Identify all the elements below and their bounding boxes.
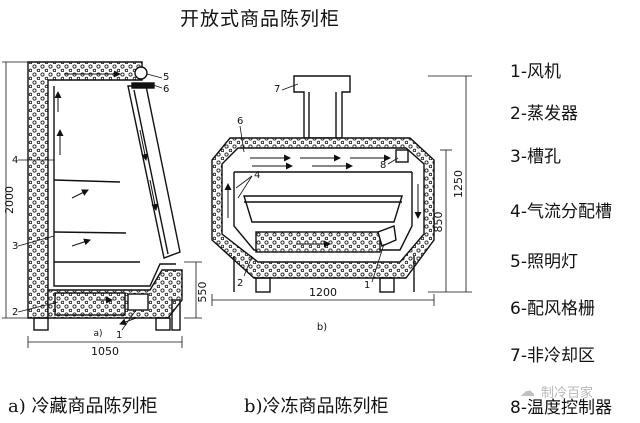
foot <box>255 277 271 293</box>
sublabel-b: b) <box>317 322 327 333</box>
light-fixture <box>134 66 148 80</box>
caption-a: a) 冷藏商品陈列柜 <box>8 396 158 417</box>
dim-label-b-inner: 850 <box>432 212 445 233</box>
caption-b: b)冷冻商品陈列柜 <box>244 396 389 417</box>
dim-label-a-base: 550 <box>196 282 209 303</box>
legend-item: 7-非冷却区 <box>510 346 595 366</box>
non-cooled-zone <box>293 75 351 139</box>
diagram-title: 开放式商品陈列柜 <box>179 8 340 30</box>
cabinet-a-fan-box <box>127 293 149 311</box>
legend-item: 1-风机 <box>510 62 561 82</box>
fan <box>377 225 397 247</box>
foot <box>171 299 181 331</box>
watermark: 制冷百家 <box>541 386 594 401</box>
legend-item: 4-气流分配槽 <box>510 202 612 222</box>
legend-item: 2-蒸发器 <box>510 104 578 124</box>
cabinet-a-back-wall <box>27 61 143 319</box>
foot <box>155 317 171 331</box>
foot <box>379 277 395 293</box>
legend-item: 5-照明灯 <box>510 252 578 272</box>
cabinet-b-evaporator <box>255 231 381 253</box>
dim-label-b-height: 1250 <box>452 170 465 198</box>
legend-item: 6-配风格栅 <box>510 299 595 319</box>
dim-label-a-height: 2000 <box>3 186 16 214</box>
sublabel-a: a) <box>93 329 102 339</box>
part-number-7: 7 <box>274 84 280 95</box>
legend-item: 8-温度控制器 <box>510 398 612 418</box>
cabinet-b <box>211 75 472 306</box>
grille <box>131 82 155 89</box>
cabinet-a-glass-panel <box>127 85 181 259</box>
part-number-6: 6 <box>163 84 169 95</box>
part-number-1: 1 <box>116 330 122 341</box>
cabinet-a <box>2 61 202 348</box>
shelf <box>53 179 121 183</box>
wechat-icon: ☁ <box>520 382 535 400</box>
dim-label-a-width: 1050 <box>91 345 119 358</box>
foot <box>33 317 49 331</box>
part-number-8: 8 <box>380 160 386 171</box>
part-number-2: 2 <box>237 278 243 289</box>
part-number-6: 6 <box>237 116 243 127</box>
cabinet-a-coil-box <box>54 292 126 316</box>
part-number-2: 2 <box>12 307 18 318</box>
part-number-3: 3 <box>12 241 18 252</box>
shelf <box>53 231 127 234</box>
part-number-1: 1 <box>364 280 370 291</box>
part-number-4: 4 <box>12 155 18 166</box>
part-number-5: 5 <box>163 72 169 83</box>
dim-label-b-width: 1200 <box>309 286 337 299</box>
thermostat <box>395 149 409 163</box>
goods-tray <box>243 195 403 223</box>
part-number-4: 4 <box>254 170 260 181</box>
legend-item: 3-槽孔 <box>510 147 561 167</box>
